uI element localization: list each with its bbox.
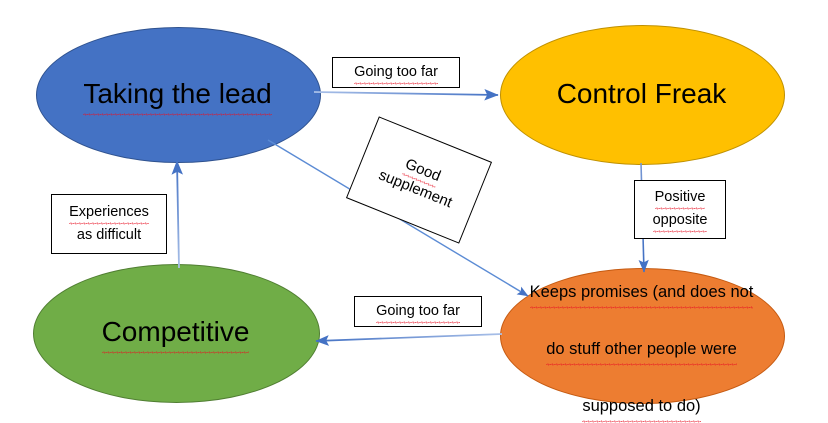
ellipse-keeps-promises[interactable] [500, 268, 785, 404]
edge-label-positive-opposite[interactable]: Positive opposite [634, 180, 726, 239]
spellcheck-underline: supposed to do) [582, 392, 702, 423]
edge-label-text-line1: Experiences [69, 203, 149, 225]
edge-label-going-too-far-top[interactable]: Going too far [332, 57, 460, 88]
edge-label-text-line2: as difficult [76, 226, 142, 243]
edge-label-going-too-far-bottom[interactable]: Going too far [354, 296, 482, 327]
node-competitive[interactable]: Competitive [33, 264, 318, 401]
node-label-keeps-promises: Keeps promises (and does not do stuff ot… [526, 250, 758, 423]
edge-label-text: Going too far [354, 63, 438, 85]
node-label-taking-the-lead: Taking the lead [79, 77, 275, 116]
spellcheck-underline: do stuff other people were [546, 335, 737, 367]
spellcheck-underline: Taking the lead [83, 77, 273, 116]
edge-label-text-line1: Positive [654, 188, 705, 210]
ellipse-control-freak[interactable] [500, 25, 785, 165]
spellcheck-underline: Competitive [101, 315, 249, 355]
arrow-competitive-to-lead[interactable] [171, 160, 184, 269]
arrow-keeps-to-competitive[interactable] [315, 333, 503, 346]
node-label-control-freak: Control Freak [556, 77, 727, 109]
node-control-freak[interactable]: Control Freak [500, 25, 783, 163]
ellipse-taking-the-lead[interactable] [36, 27, 321, 163]
edge-label-text-line2: opposite [652, 211, 707, 233]
node-taking-the-lead[interactable]: Taking the lead [36, 27, 319, 161]
node-label-competitive: Competitive [98, 315, 254, 355]
arrow-lead-to-freak[interactable] [313, 89, 499, 101]
edge-label-experiences-as-difficult[interactable]: Experiences as difficult [51, 194, 167, 254]
ellipse-competitive[interactable] [33, 264, 320, 403]
edge-label-text: Going too far [376, 302, 460, 324]
node-keeps-promises[interactable]: Keeps promises (and does not do stuff ot… [488, 268, 795, 423]
spellcheck-underline: Keeps promises (and does not [529, 278, 753, 310]
